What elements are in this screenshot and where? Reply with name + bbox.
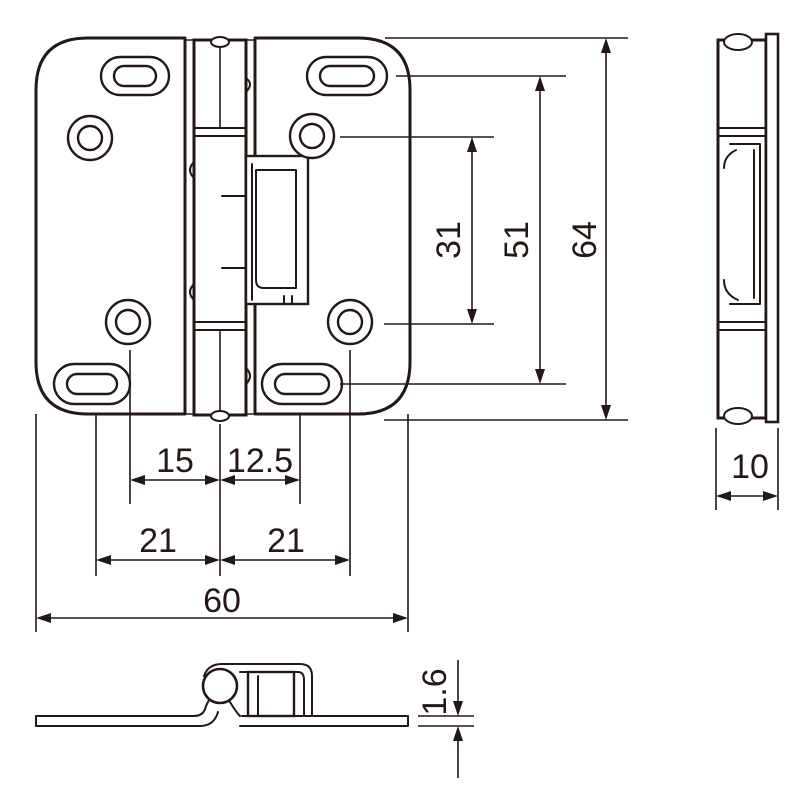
bottom-view: 1.6 bbox=[35, 660, 474, 778]
dim-21-right bbox=[220, 555, 350, 565]
dim-15 bbox=[130, 475, 220, 485]
front-view bbox=[34, 36, 412, 422]
label-31: 31 bbox=[430, 221, 468, 259]
dim-31 bbox=[467, 137, 477, 324]
dim-60 bbox=[36, 613, 408, 623]
lower-right-screw-hole bbox=[326, 298, 374, 346]
label-12-5: 12.5 bbox=[227, 442, 293, 480]
dim-1-6 bbox=[453, 660, 463, 778]
label-51: 51 bbox=[498, 221, 536, 259]
dim-51 bbox=[535, 76, 545, 384]
label-1-6: 1.6 bbox=[416, 668, 454, 715]
label-64: 64 bbox=[566, 221, 604, 259]
top-left-slot bbox=[99, 55, 171, 97]
left-leaf bbox=[34, 36, 187, 416]
dim-10 bbox=[716, 491, 778, 501]
lower-left-screw-hole bbox=[104, 298, 152, 346]
label-21-right: 21 bbox=[267, 522, 305, 560]
dim-64 bbox=[601, 38, 611, 420]
dim-21-left bbox=[96, 555, 220, 565]
upper-right-screw-hole bbox=[288, 112, 336, 160]
upper-left-screw-hole bbox=[66, 114, 114, 162]
bottom-left-slot bbox=[52, 362, 132, 406]
label-60: 60 bbox=[203, 582, 241, 620]
label-10: 10 bbox=[731, 448, 769, 486]
top-right-slot bbox=[305, 55, 389, 97]
dim-12-5 bbox=[220, 475, 300, 485]
spring-catch bbox=[221, 154, 310, 306]
front-dimensions: 31 51 64 bbox=[35, 37, 628, 632]
side-view: 10 bbox=[715, 32, 780, 510]
bottom-right-slot bbox=[260, 362, 344, 406]
label-15: 15 bbox=[156, 442, 194, 480]
label-21-left: 21 bbox=[139, 522, 177, 560]
